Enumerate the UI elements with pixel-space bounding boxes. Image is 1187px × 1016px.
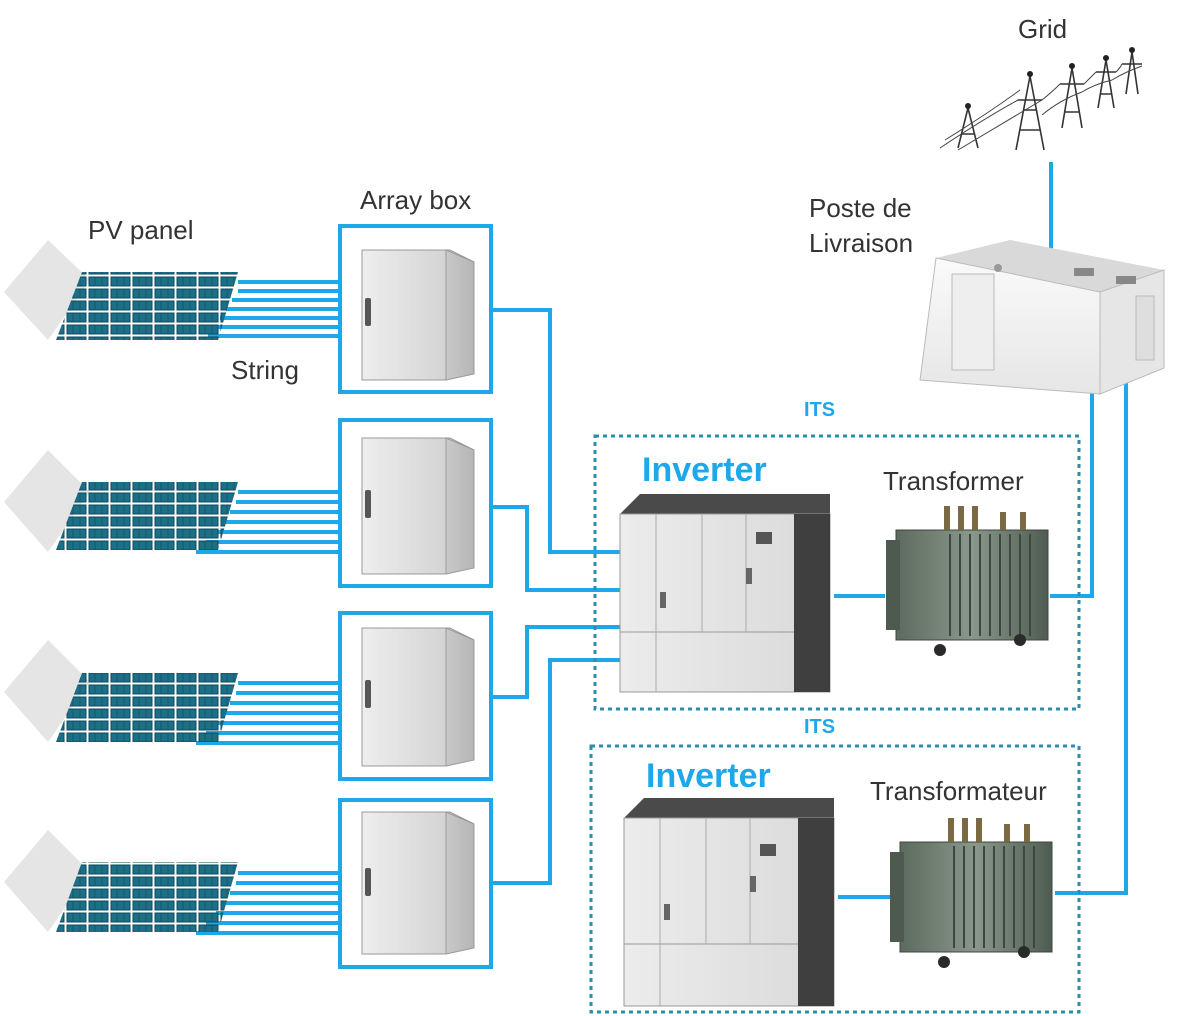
pv-panel-icon bbox=[4, 830, 238, 932]
inverter-bottom-icon bbox=[623, 798, 835, 1007]
pv-panel-label: PV panel bbox=[88, 215, 194, 245]
pv-panel-icon bbox=[4, 450, 238, 552]
feeder-2 bbox=[492, 505, 622, 592]
array-box-4 bbox=[338, 798, 493, 969]
poste-label-line1: Poste de bbox=[809, 193, 912, 223]
array-box-3 bbox=[338, 611, 493, 781]
trafo-poste-link-1 bbox=[1050, 378, 1094, 598]
array-box-2 bbox=[338, 418, 493, 588]
wiring bbox=[196, 162, 1128, 935]
pv-panel-icon bbox=[4, 240, 238, 340]
inverter-label-top: Inverter bbox=[642, 451, 767, 489]
its-label-top: ITS bbox=[804, 399, 836, 421]
feeder-3 bbox=[492, 625, 622, 699]
poste-label-line2: Livraison bbox=[809, 228, 914, 258]
string-label: String bbox=[231, 355, 299, 385]
strings-row-3 bbox=[196, 681, 338, 745]
transformer-bottom-icon bbox=[890, 818, 1053, 968]
strings-row-4 bbox=[196, 871, 338, 935]
grid-pylons-icon bbox=[939, 47, 1143, 151]
grid-label: Grid bbox=[1018, 14, 1068, 44]
inverter-label-bottom: Inverter bbox=[646, 757, 771, 795]
pv-panel-icon bbox=[4, 640, 238, 742]
poste-de-livraison-icon bbox=[919, 240, 1165, 395]
array-box-label: Array box bbox=[360, 185, 472, 215]
its-box-bottom bbox=[589, 744, 1081, 1014]
transformer-label: Transformer bbox=[883, 466, 1024, 496]
array-boxes bbox=[338, 224, 493, 969]
strings-row-1 bbox=[208, 280, 338, 338]
array-box-1 bbox=[338, 224, 493, 394]
its-label-bottom: ITS bbox=[804, 716, 836, 738]
transformer-top-icon bbox=[886, 506, 1049, 656]
transformateur-label: Transformateur bbox=[870, 776, 1047, 806]
inverter-top-icon bbox=[619, 494, 831, 693]
pv-panels bbox=[4, 240, 238, 932]
feeder-1 bbox=[492, 308, 622, 554]
its-box-top bbox=[593, 434, 1081, 711]
strings-row-2 bbox=[196, 490, 338, 554]
feeder-4 bbox=[492, 658, 622, 885]
